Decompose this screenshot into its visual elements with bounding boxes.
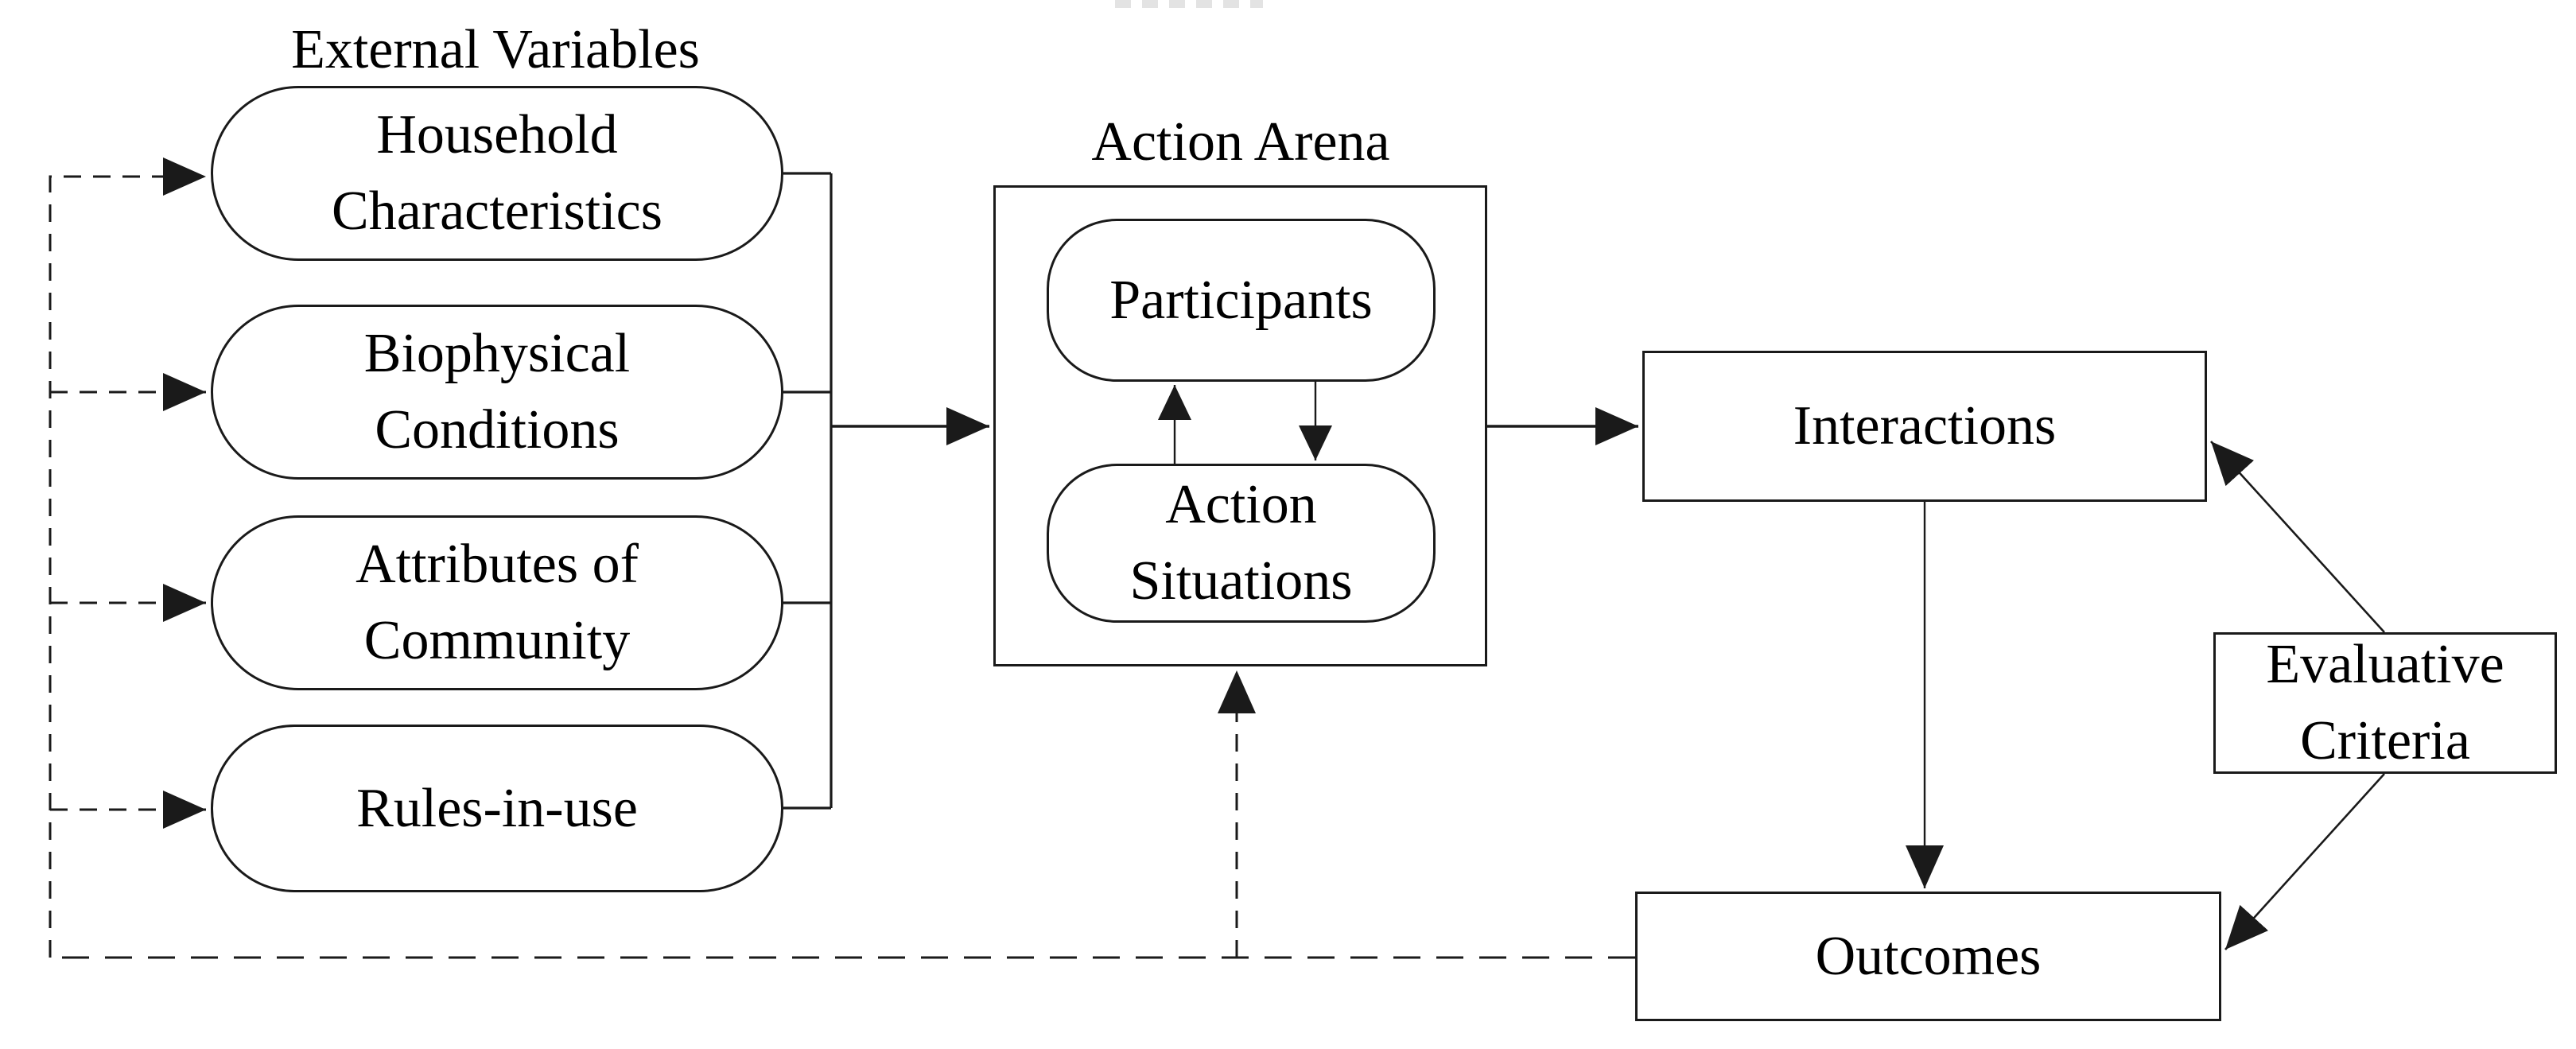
- node-label-line: Biophysical: [363, 323, 631, 384]
- node-interactions: Interactions: [1642, 351, 2207, 502]
- node-label-line: Household: [376, 104, 618, 165]
- node-label-line: Interactions: [1793, 395, 2057, 457]
- arrow-evaluative-criteria-to-outcomes: [2224, 773, 2385, 950]
- action-arena-label: Action Arena: [1091, 111, 1390, 173]
- node-biophysical-conditions: Biophysical Conditions: [211, 305, 783, 480]
- node-label-line: Participants: [1109, 269, 1373, 331]
- node-label-line: Evaluative: [2266, 634, 2504, 695]
- node-label-line: Outcomes: [1815, 925, 2042, 987]
- node-label-line: Conditions: [375, 399, 620, 460]
- node-label-line: Characteristics: [332, 181, 662, 242]
- dashed-feedback-to-household: [49, 157, 206, 958]
- node-label-line: Action: [1165, 474, 1317, 535]
- node-action-situations: Action Situations: [1047, 464, 1436, 623]
- node-label-line: Attributes of: [356, 534, 639, 595]
- node-label-line: Rules-in-use: [356, 777, 638, 839]
- node-outcomes: Outcomes: [1635, 892, 2221, 1021]
- node-participants: Participants: [1047, 219, 1436, 382]
- node-attributes-of-community: Attributes of Community: [211, 515, 783, 690]
- cropped-text-fragment: [1115, 0, 1263, 8]
- node-label-line: Community: [363, 610, 631, 671]
- node-household-characteristics: Household Characteristics: [211, 86, 783, 261]
- external-variables-label: External Variables: [291, 19, 700, 80]
- action-arena-box: [993, 185, 1487, 666]
- node-rules-in-use: Rules-in-use: [211, 725, 783, 892]
- node-evaluative-criteria: Evaluative Criteria: [2213, 632, 2557, 774]
- node-label-line: Criteria: [2300, 710, 2470, 771]
- node-label-line: Situations: [1129, 550, 1353, 612]
- arrow-evaluative-criteria-to-interactions: [2210, 441, 2385, 633]
